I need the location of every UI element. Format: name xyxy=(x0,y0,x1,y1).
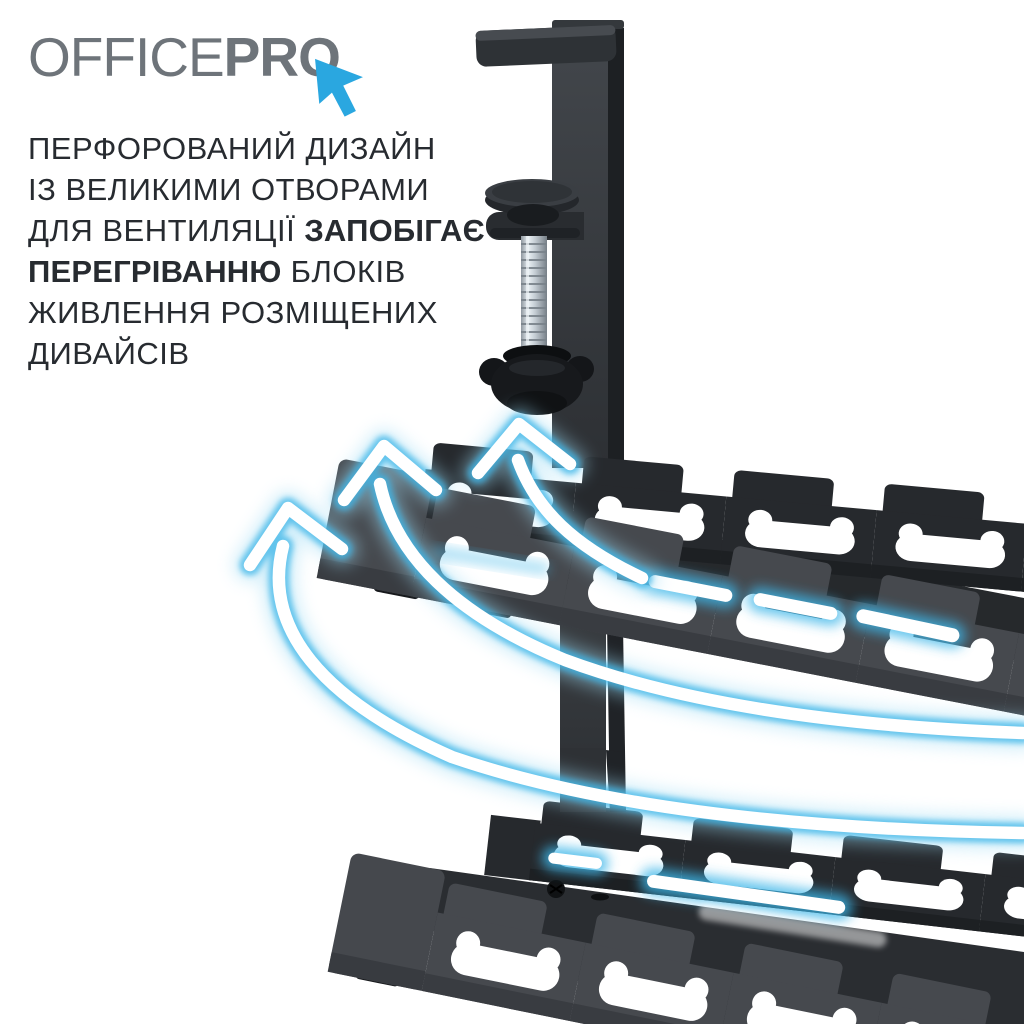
clamp-top-arm xyxy=(475,25,617,67)
airflow-arrow-2 xyxy=(327,429,1024,750)
tray-screw-head xyxy=(547,880,609,901)
headline-line-2: ІЗ ВЕЛИКИМИ ОТВОРАМИ xyxy=(28,172,430,207)
bottom-tray-floor xyxy=(430,868,1024,1024)
cursor-icon xyxy=(314,58,363,117)
clamp-knob xyxy=(479,345,594,415)
headline-line-3: ДЛЯ ВЕНТИЛЯЦІЇ ЗАПОБІГАЄ xyxy=(28,213,485,248)
clamp-pad xyxy=(485,179,579,226)
clamp-lower-arm xyxy=(486,212,584,240)
airflow-arrow-3 xyxy=(461,407,659,595)
headline-line-4: ПЕРЕГРІВАННЮ БЛОКІВ xyxy=(28,254,406,289)
headline-line-5: ЖИВЛЕННЯ РОЗМІЩЕНИХ xyxy=(28,295,438,330)
airflow-arrows xyxy=(233,407,1024,850)
headline-line-1: ПЕРФОРОВАНИЙ ДИЗАЙН xyxy=(28,131,436,166)
bottom-tray-front-rail xyxy=(327,853,1024,1024)
airflow-arrow-1 xyxy=(233,491,1024,850)
headline: ПЕРФОРОВАНИЙ ДИЗАЙН ІЗ ВЕЛИКИМИ ОТВОРАМИ… xyxy=(28,128,498,374)
brand-name-light: OFFICE xyxy=(28,26,225,88)
bottom-cable-tray xyxy=(327,748,1024,1024)
clamp-screw xyxy=(521,236,547,354)
desk-clamp xyxy=(475,20,624,468)
headline-line-6: ДИВАЙСІВ xyxy=(28,336,190,371)
airflow-glints xyxy=(431,546,966,948)
bottom-tray-back-rail xyxy=(484,800,1024,949)
